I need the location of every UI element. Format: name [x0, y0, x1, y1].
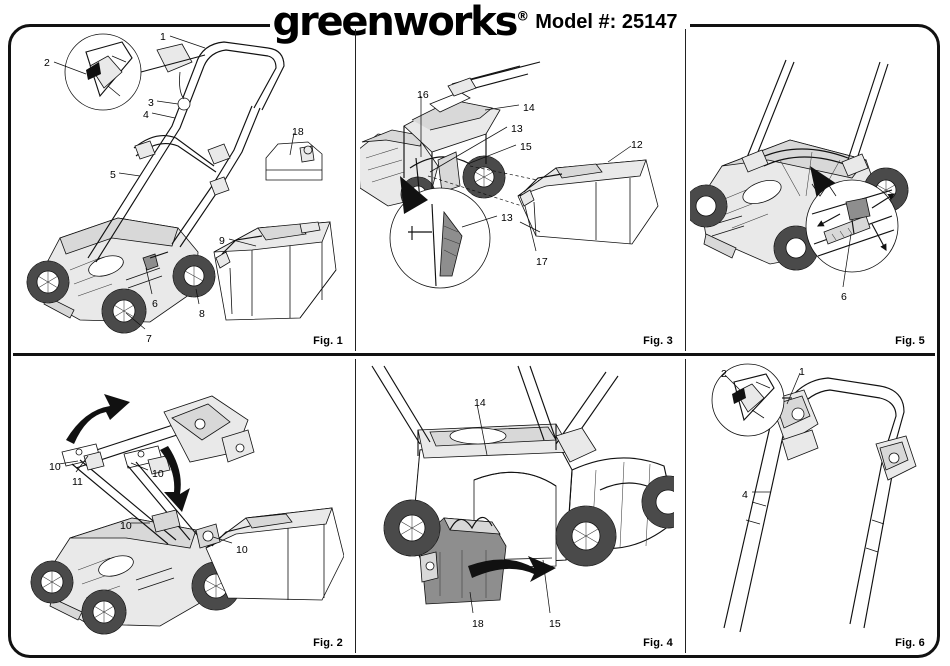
leader-line	[724, 374, 741, 391]
leader-line	[524, 205, 537, 252]
callout-fig2-11: 11	[72, 476, 83, 488]
callout-fig4-15: 15	[549, 618, 561, 630]
callout-fig1-2: 2	[44, 57, 50, 69]
figure-grid: Fig. 1 Fig. 3 Fig. 5 Fig. 2 Fig. 4 Fig. …	[11, 27, 937, 655]
fig6-artwork	[711, 363, 917, 633]
callout-fig1-7: 7	[146, 333, 152, 345]
figure-panel-3: Fig. 3	[359, 27, 685, 353]
callout-fig3-14: 14	[523, 102, 535, 114]
figure-panel-4: Fig. 4	[359, 357, 685, 655]
figure-label-6: Fig. 6	[895, 637, 925, 649]
leader-line	[228, 238, 257, 247]
callout-fig1-3: 3	[148, 97, 154, 109]
wheel	[81, 589, 127, 635]
sheet-header: greenworks® Model #: 25147	[0, 0, 950, 44]
leader-line	[151, 112, 176, 119]
arrow	[871, 193, 895, 209]
fig5-artwork	[690, 59, 909, 273]
callout-fig1-4: 4	[143, 109, 149, 121]
leader-line	[53, 61, 87, 75]
callout-fig4-14: 14	[474, 397, 486, 409]
callout-fig6-4: 4	[742, 489, 748, 501]
wheel	[383, 499, 441, 557]
leader-line	[156, 100, 179, 105]
callout-fig2-10: 10	[49, 461, 61, 473]
figure-label-2: Fig. 2	[313, 637, 343, 649]
leader-line	[786, 372, 801, 405]
leader-line	[212, 536, 233, 544]
leader-line	[429, 126, 508, 173]
figure-label-4: Fig. 4	[643, 637, 673, 649]
leader-line	[461, 215, 498, 228]
callout-fig6-1: 1	[799, 366, 805, 378]
leader-line	[484, 104, 520, 111]
figure-label-5: Fig. 5	[895, 335, 925, 347]
fig1-artwork	[26, 33, 337, 334]
arrow	[871, 223, 887, 252]
figure-panel-6: Fig. 6	[689, 357, 937, 655]
figure-label-1: Fig. 1	[313, 335, 343, 347]
leader-line	[145, 267, 153, 295]
figure-panel-2: Fig. 2	[11, 357, 355, 655]
leader-line	[607, 145, 632, 163]
wheel	[641, 475, 674, 529]
divider-v-3	[355, 359, 356, 653]
figure-panel-1: Fig. 1	[11, 27, 355, 353]
callout-fig1-5: 5	[110, 169, 116, 181]
leader-line	[289, 132, 295, 156]
callout-fig1-6: 6	[152, 298, 158, 310]
callout-fig4-18: 18	[472, 618, 484, 630]
leader-line	[169, 35, 206, 49]
callout-fig1-1: 1	[160, 31, 166, 43]
callout-fig5-6: 6	[841, 291, 847, 303]
divider-v-4	[685, 359, 686, 653]
leader-line	[75, 455, 89, 473]
leader-line	[842, 233, 852, 288]
wheel	[172, 254, 216, 298]
model-number: Model #: 25147	[535, 10, 678, 33]
callout-fig2-10: 10	[120, 520, 132, 532]
divider-h	[13, 353, 935, 356]
leader-line	[125, 312, 146, 330]
leader-line	[58, 460, 79, 465]
callout-fig1-18: 18	[292, 126, 304, 138]
arrow	[816, 213, 841, 227]
callout-fig2-10: 10	[152, 468, 164, 480]
figure-label-3: Fig. 3	[643, 335, 673, 347]
callout-fig3-13: 13	[511, 123, 523, 135]
callout-fig3-15: 15	[520, 141, 532, 153]
divider-v-2	[685, 29, 686, 351]
leader-line	[469, 144, 517, 164]
wheel	[690, 184, 728, 228]
leader-line	[130, 462, 149, 471]
divider-v-1	[355, 29, 356, 351]
callout-fig2-10: 10	[236, 544, 248, 556]
greenworks-logo: greenworks®	[273, 2, 530, 42]
callout-fig6-2: 2	[721, 368, 727, 380]
wheel	[462, 155, 506, 199]
logo-border-gap	[270, 12, 690, 40]
leader-line	[542, 559, 551, 614]
callout-fig1-8: 8	[199, 308, 205, 320]
brand-text: greenworks	[272, 0, 519, 45]
leader-line	[118, 172, 141, 177]
wheel	[101, 288, 147, 334]
registered-mark-icon: ®	[516, 9, 530, 25]
figure-panel-5: Fig. 5	[689, 27, 937, 353]
callout-fig3-13: 13	[501, 212, 513, 224]
callout-fig1-9: 9	[219, 235, 225, 247]
callout-fig3-16: 16	[417, 89, 429, 101]
wheel	[26, 260, 70, 304]
leader-line	[195, 288, 200, 305]
wheel	[30, 560, 74, 604]
callout-fig3-12: 12	[631, 139, 643, 151]
fig4-artwork	[371, 365, 674, 605]
callout-fig3-17: 17	[536, 256, 548, 268]
wheel	[555, 505, 617, 567]
leader-line	[469, 591, 474, 614]
fig2-artwork	[30, 394, 344, 635]
leader-line	[476, 403, 488, 456]
